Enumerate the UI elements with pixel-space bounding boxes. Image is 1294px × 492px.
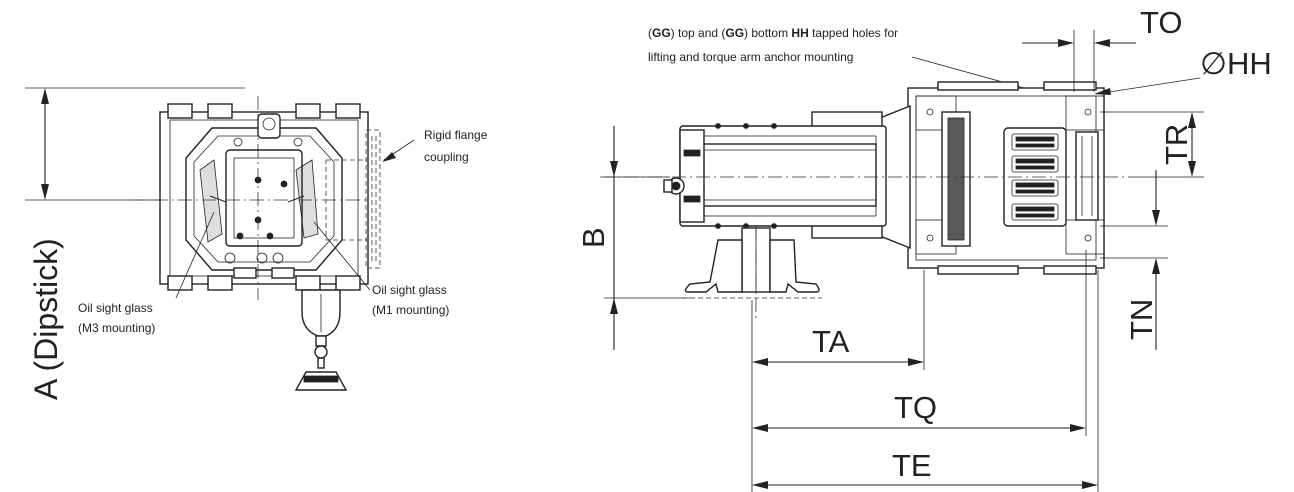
motor-below	[294, 289, 348, 391]
dim-tq-line	[751, 250, 1087, 436]
dim-tn-line	[1100, 170, 1168, 350]
dim-hh-leader	[1094, 77, 1201, 95]
gearbox-top-view	[907, 81, 1105, 275]
label-oil-m1-line1: Oil sight glass	[372, 283, 447, 297]
dim-te-line	[751, 270, 1099, 492]
label-oil-m3-line1: Oil sight glass	[78, 301, 153, 315]
gearbox-side-view	[159, 103, 369, 291]
callout-oil-m3	[175, 211, 215, 299]
dim-a-label: A (Dipstick)	[28, 238, 64, 400]
dim-tq-label: TQ	[894, 390, 937, 425]
callout-rigid-flange	[382, 139, 415, 162]
callout-oil-m1	[313, 221, 371, 291]
dim-b-label: B	[576, 227, 611, 248]
label-oil-m3-line2: (M3 mounting)	[78, 321, 155, 335]
dim-to-line	[1022, 30, 1136, 92]
dim-ta-label: TA	[812, 324, 850, 359]
output-pedestal	[682, 227, 822, 299]
dim-tn-label: TN	[1124, 299, 1159, 340]
dim-to-label: TO	[1140, 5, 1183, 40]
dim-ta-line	[751, 270, 925, 370]
left-view: A (Dipstick)	[25, 87, 488, 400]
dim-b-line	[604, 126, 690, 350]
dim-hh-label: ∅HH	[1200, 46, 1272, 81]
dim-tr-label: TR	[1159, 124, 1194, 165]
right-view: (GG) top and (GG) bottom HH tapped holes…	[576, 5, 1272, 492]
dim-tr-line	[1100, 111, 1204, 178]
motor-horizontal	[663, 123, 887, 229]
note-tapped-holes-line1: (GG) top and (GG) bottom HH tapped holes…	[648, 26, 898, 40]
dim-te-label: TE	[892, 448, 932, 483]
label-coupling: coupling	[424, 150, 469, 164]
note-tapped-holes-line2: lifting and torque arm anchor mounting	[648, 50, 853, 64]
label-oil-m1-line2: (M1 mounting)	[372, 303, 449, 317]
label-rigid-flange: Rigid flange	[424, 128, 488, 142]
